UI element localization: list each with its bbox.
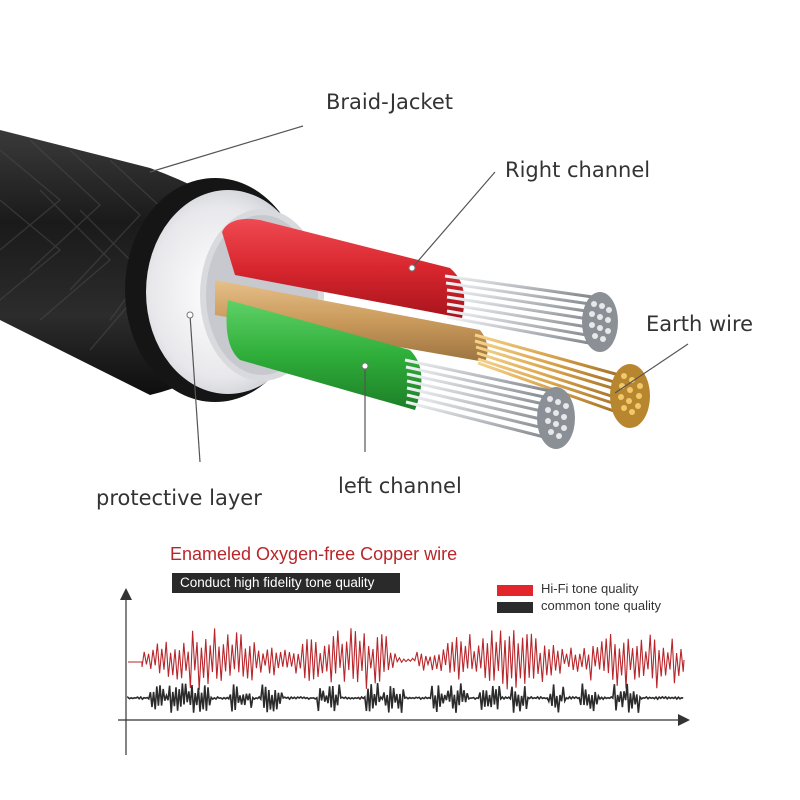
waveform-subtitle: Conduct high fidelity tone quality <box>172 573 400 593</box>
label-left-channel: left channel <box>338 474 462 498</box>
leader-protective-layer <box>189 314 201 463</box>
leader-earth-wire <box>614 343 689 394</box>
legend-label-hifi: Hi-Fi tone quality <box>541 581 639 596</box>
callout-dots <box>186 264 416 370</box>
waveform-axes <box>118 588 690 755</box>
right-channel-wire <box>222 218 618 352</box>
left-channel-wire <box>226 300 575 449</box>
hifi-waveform <box>128 628 685 691</box>
leader-right-channel <box>411 171 496 269</box>
label-braid-jacket: Braid-Jacket <box>326 90 453 114</box>
label-earth-wire: Earth wire <box>646 312 754 336</box>
legend-label-common: common tone quality <box>541 598 661 613</box>
label-protective-layer: protective layer <box>96 486 262 510</box>
label-right-channel: Right channel <box>505 158 651 182</box>
legend-swatch-common <box>497 602 533 613</box>
leader-braid-jacket <box>149 125 304 173</box>
callout-leaders <box>149 125 689 463</box>
waveform-title: Enameled Oxygen-free Copper wire <box>170 544 458 564</box>
legend-swatch-hifi <box>497 585 533 596</box>
common-waveform <box>127 683 684 713</box>
